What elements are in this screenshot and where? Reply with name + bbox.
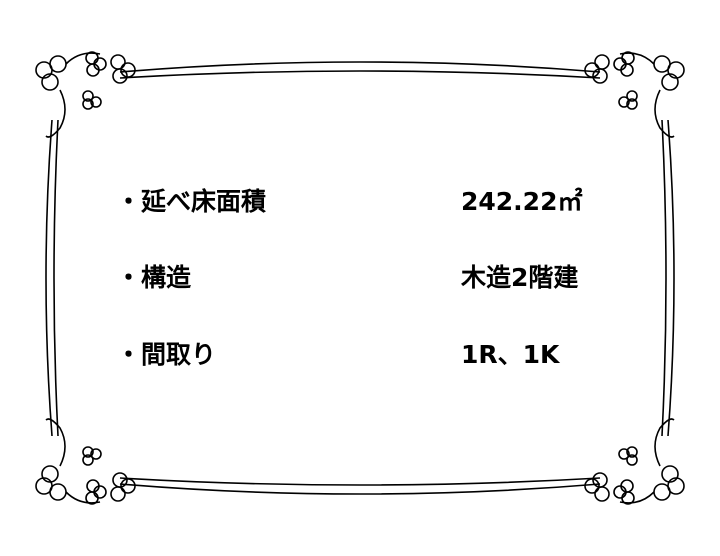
spec-value: 木造2階建 <box>461 263 579 292</box>
spec-value: 1R、1K <box>461 340 560 369</box>
spec-row-structure: ・構造 木造2階建 <box>0 258 720 298</box>
spec-row-floor-area: ・延べ床面積 242.22㎡ <box>0 182 720 222</box>
corner-ornament-bottom-left <box>35 418 136 505</box>
corner-ornament-top-right <box>584 51 685 138</box>
spec-value: 242.22㎡ <box>461 187 583 216</box>
frame-border-lines <box>45 61 675 495</box>
corner-ornament-bottom-right <box>584 418 685 505</box>
spec-row-layout: ・間取り 1R、1K <box>0 335 720 375</box>
spec-label: ・構造 <box>116 263 192 292</box>
corner-ornament-top-left <box>35 51 136 138</box>
spec-label: ・延べ床面積 <box>116 187 267 216</box>
spec-label: ・間取り <box>116 340 217 369</box>
